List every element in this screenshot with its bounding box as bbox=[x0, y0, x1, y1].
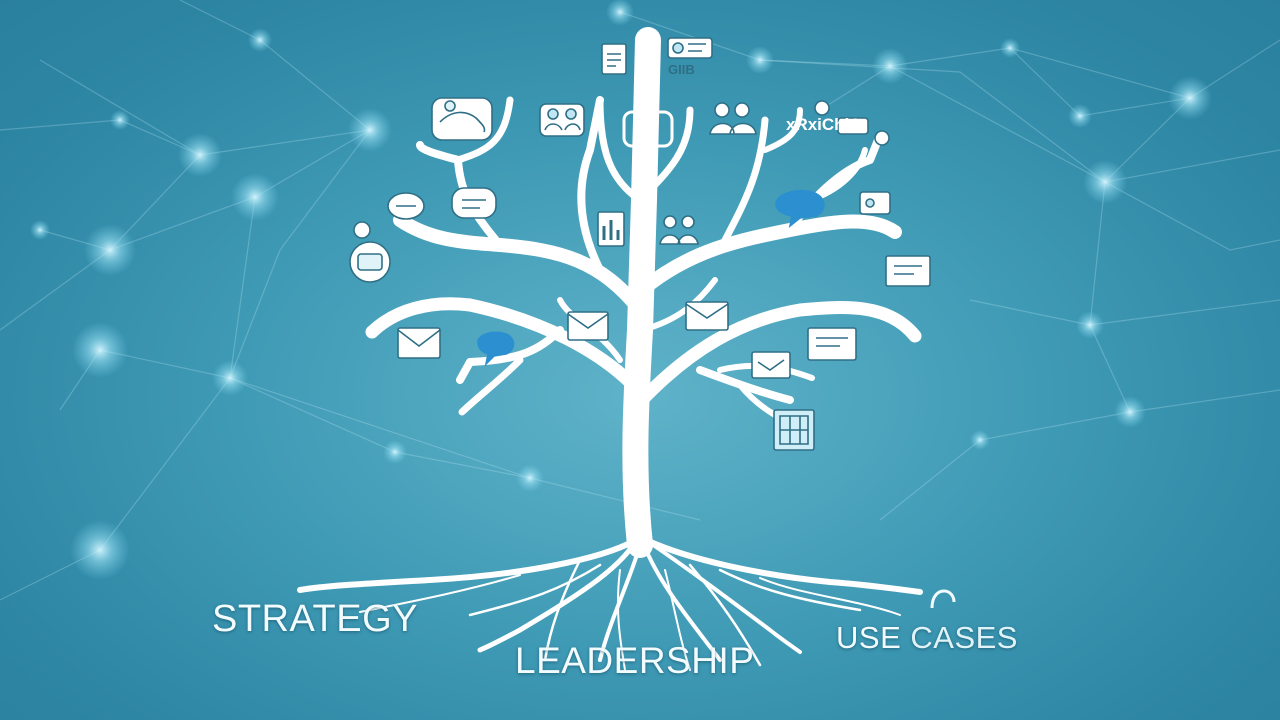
map-icon bbox=[773, 409, 815, 451]
chat-bubble-icon bbox=[451, 187, 497, 219]
tree-branch bbox=[365, 297, 645, 397]
people-icon bbox=[709, 102, 757, 135]
use-cases-word-2: CASES bbox=[910, 620, 1018, 655]
document-icon bbox=[601, 43, 627, 75]
use-cases-word-1: USE bbox=[836, 620, 902, 655]
screen-icon bbox=[622, 110, 674, 148]
envelope-icon bbox=[567, 311, 609, 341]
chart-icon bbox=[597, 211, 625, 247]
leadership-caption: LEADERSHIP bbox=[515, 640, 755, 681]
badge-icon bbox=[667, 37, 713, 59]
use-cases-mark-icon bbox=[930, 589, 956, 609]
person-icon bbox=[659, 215, 699, 245]
card-icon bbox=[859, 191, 891, 215]
calendar-icon bbox=[751, 351, 791, 379]
tree-branch bbox=[635, 301, 922, 407]
handshake-icon bbox=[431, 97, 493, 141]
use-cases-caption: USE CASES bbox=[836, 620, 1018, 656]
strategy-caption: STRATEGY bbox=[212, 598, 418, 640]
right-label: xRxiChiA bbox=[786, 115, 862, 134]
tree-roots bbox=[297, 537, 923, 671]
message-icon bbox=[775, 189, 825, 228]
chat-icon bbox=[387, 192, 425, 220]
team-icon bbox=[539, 103, 585, 137]
book-icon bbox=[807, 327, 857, 361]
mail-icon bbox=[397, 327, 441, 359]
tag-icon bbox=[885, 255, 931, 287]
group-icon bbox=[814, 100, 890, 146]
id-card-icon bbox=[349, 221, 391, 283]
envelope-icon bbox=[685, 301, 729, 331]
chat-bubble-icon bbox=[477, 331, 515, 367]
top-label: GIIB bbox=[668, 62, 695, 77]
